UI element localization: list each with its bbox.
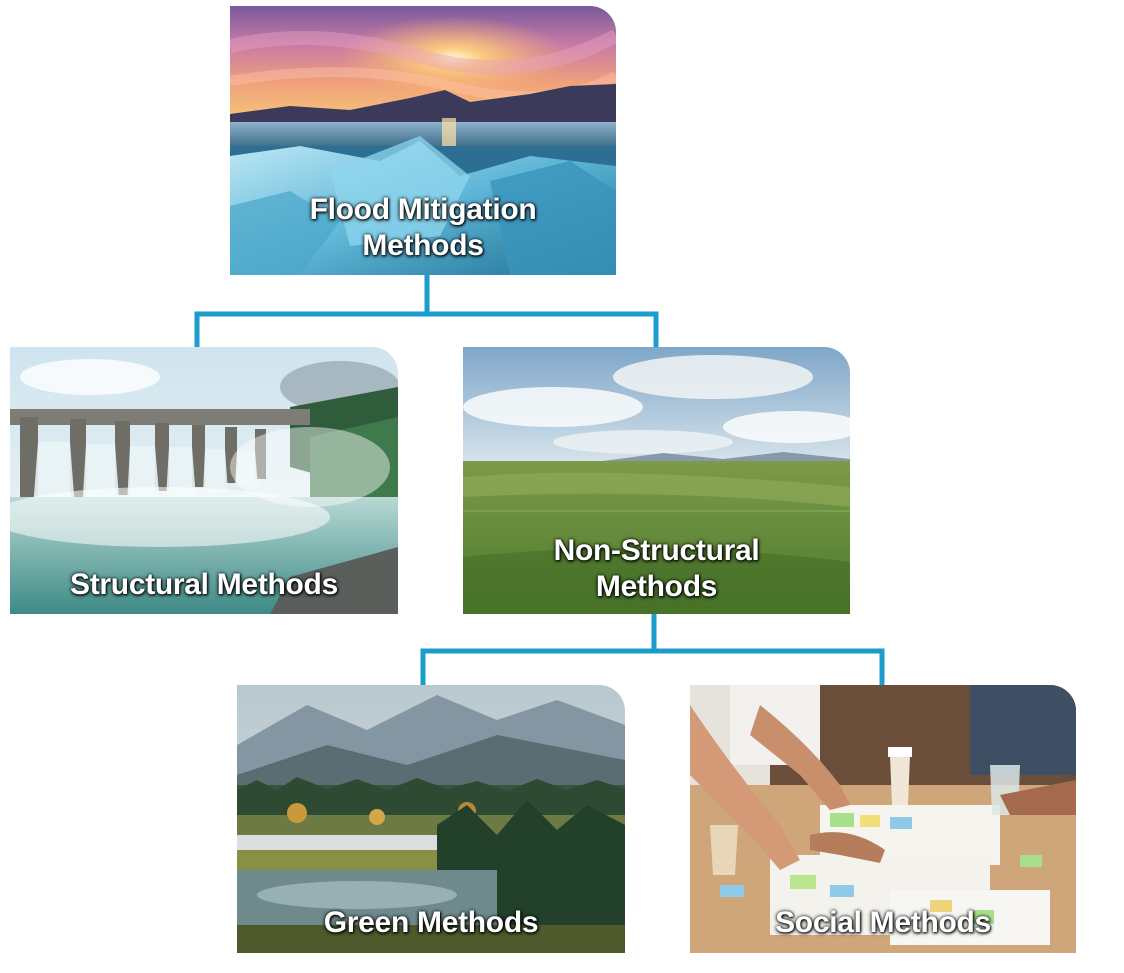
node-flood-mitigation-methods[interactable]: Flood Mitigation Methods [230, 6, 616, 275]
connector-nonstructural-to-level2 [420, 612, 885, 689]
forest-wetland-image [237, 685, 625, 953]
node-label-line1: Structural Methods [70, 568, 338, 601]
grassland-prairie-image [463, 347, 850, 614]
dam-spillway-image [10, 347, 398, 614]
team-planning-table-image [690, 685, 1076, 953]
node-label-line1: Flood Mitigation [309, 193, 537, 226]
connector-root-to-level1 [194, 273, 659, 350]
node-green-methods[interactable]: Green Methods [237, 685, 625, 953]
node-structural-methods[interactable]: Structural Methods [10, 347, 398, 614]
sunset-ice-lake-image [230, 6, 616, 275]
node-label-line2: Methods [362, 229, 484, 262]
node-label-line1: Social Methods [775, 906, 991, 939]
node-label-line1: Green Methods [323, 906, 539, 939]
node-social-methods[interactable]: Social Methods [690, 685, 1076, 953]
node-label-line1: Non-Structural [553, 534, 760, 567]
node-label-line2: Methods [595, 570, 718, 603]
node-non-structural-methods[interactable]: Non-Structural Methods [463, 347, 850, 614]
